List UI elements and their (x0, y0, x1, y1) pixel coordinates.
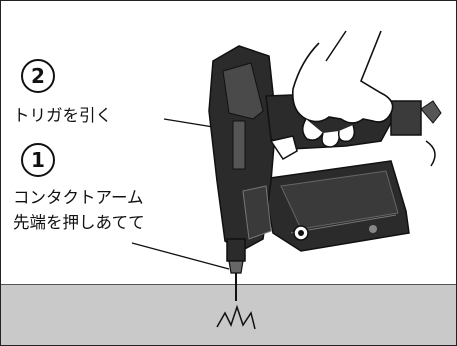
magazine-canister (262, 160, 410, 252)
step-1-number: 1 (31, 148, 45, 172)
impact-burst-icon (216, 304, 256, 330)
tool-body (208, 45, 309, 252)
step-1-label-line1: コンタクトアーム (13, 188, 144, 207)
leader-line-contact-arm (131, 242, 230, 270)
step-1-label-line2: 先端を押しあてて (13, 213, 145, 232)
step-2-badge: 2 (21, 59, 55, 93)
hand-icon (291, 30, 394, 148)
step-1-badge: 1 (21, 143, 55, 177)
trigger (269, 135, 298, 160)
step-2-number: 2 (31, 64, 45, 88)
work-surface (1, 284, 456, 345)
step-2-label: トリガを引く (13, 106, 112, 125)
contact-arm (226, 238, 246, 301)
